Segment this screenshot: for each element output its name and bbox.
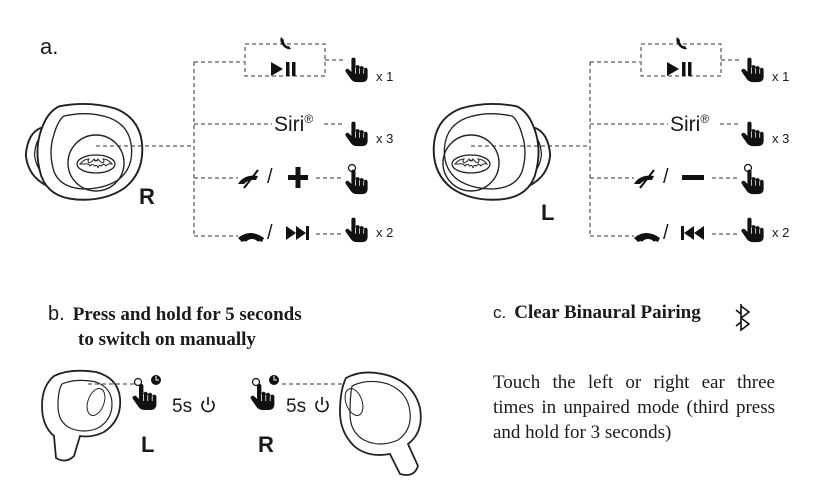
right-hand-tap-icon-1	[344, 57, 369, 83]
b-left-letter: L	[141, 432, 155, 457]
right-hang-up-icon	[238, 233, 264, 242]
left-count-1: x 1	[772, 69, 790, 84]
right-siri-label: Siri®	[274, 112, 314, 136]
b-left-time: 5s	[172, 396, 193, 417]
section-b-line2: to switch on manually	[78, 329, 256, 350]
section-c-heading: c. Clear Binaural Pairing	[493, 302, 701, 324]
left-count-3: x 3	[772, 131, 790, 146]
left-hand-tap-icon-2	[740, 121, 765, 147]
b-right-power-icon	[315, 397, 329, 413]
left-touch-pad	[442, 134, 500, 192]
left-mute-icon	[634, 169, 655, 189]
section-b-heading: b. Press and hold for 5 seconds to switch…	[48, 302, 302, 352]
left-previous-track-icon	[681, 226, 704, 240]
b-right-hold-icon	[250, 375, 279, 411]
right-play-pause-icon	[271, 62, 296, 76]
b-left-hold-icon	[132, 375, 161, 411]
left-ear-letter: L	[541, 200, 555, 225]
section-c-title: Clear Binaural Pairing	[514, 302, 701, 323]
section-a-label: a.	[40, 34, 59, 59]
left-earbud	[432, 102, 552, 201]
b-left-earbud	[41, 369, 122, 462]
section-c-description: Touch the left or right ear three times …	[493, 372, 775, 443]
right-connectors	[96, 43, 345, 237]
b-right-earbud	[339, 371, 422, 476]
right-phone-icon	[280, 37, 291, 50]
right-count-3: x 3	[376, 131, 394, 146]
section-b-label: b.	[48, 303, 65, 325]
right-slash-2: /	[267, 222, 273, 244]
bluetooth-icon	[735, 304, 751, 332]
left-hang-up-icon	[634, 233, 660, 242]
right-count-1: x 1	[376, 69, 394, 84]
right-volume-up-icon	[288, 167, 308, 188]
left-connectors	[471, 43, 741, 237]
right-earbud	[24, 102, 144, 201]
left-slash-2: /	[663, 222, 669, 244]
right-ear-letter: R	[139, 184, 155, 209]
right-count-2: x 2	[376, 225, 394, 240]
b-left-power-icon	[201, 397, 215, 413]
left-siri-label: Siri®	[670, 112, 710, 136]
right-next-track-icon	[286, 226, 309, 240]
right-tap-hold-icon	[344, 163, 369, 195]
left-phone-icon	[676, 37, 687, 50]
right-hand-tap-icon-2	[344, 121, 369, 147]
left-volume-down-icon	[682, 175, 704, 180]
right-mute-icon	[238, 169, 259, 189]
left-earbud-body	[432, 102, 552, 201]
b-right-letter: R	[258, 432, 274, 457]
right-slash-1: /	[267, 166, 273, 188]
section-c-label: c.	[493, 303, 507, 322]
left-count-2: x 2	[772, 225, 790, 240]
left-hand-tap-icon-3	[740, 217, 765, 243]
left-play-pause-icon	[667, 62, 692, 76]
left-tap-hold-icon	[740, 163, 765, 195]
left-slash-1: /	[663, 166, 669, 188]
right-touch-pad	[67, 134, 125, 192]
b-right-time: 5s	[286, 396, 307, 417]
right-earbud-body	[24, 102, 144, 201]
right-hand-tap-icon-3	[344, 217, 369, 243]
left-hand-tap-icon-1	[740, 57, 765, 83]
section-b-line1: Press and hold for 5 seconds	[72, 304, 302, 325]
